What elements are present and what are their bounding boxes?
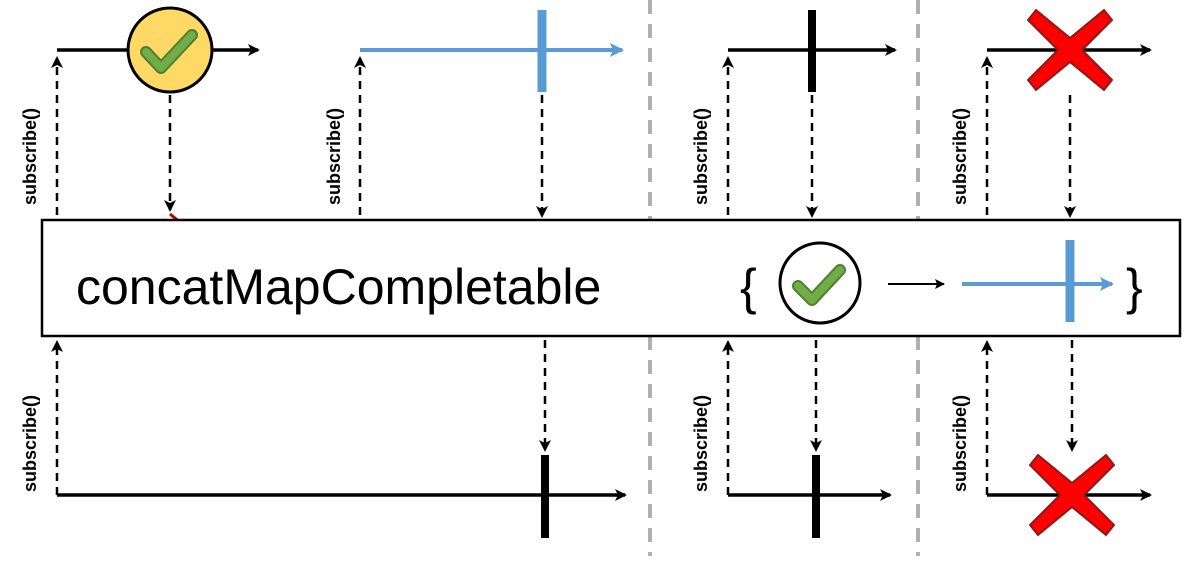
operator-name: concatMapCompletable <box>76 259 601 315</box>
error-x-icon <box>1028 453 1116 537</box>
subscribe-label-3: subscribe() <box>691 108 711 205</box>
subscribe-label-2: subscribe() <box>324 108 344 205</box>
error-x-icon <box>1026 8 1114 92</box>
subscribe-label-7: subscribe() <box>950 395 970 492</box>
subscribe-label-4: subscribe() <box>950 108 970 205</box>
operator-open-brace: { <box>740 259 757 315</box>
subscribe-label-1: subscribe() <box>20 108 40 205</box>
operator-box <box>40 218 1182 338</box>
upstream-item-1 <box>126 6 214 94</box>
operator-close-brace: } <box>1126 259 1143 315</box>
subscribe-label-6: subscribe() <box>691 395 711 492</box>
subscribe-label-5: subscribe() <box>20 395 40 492</box>
operator-complete-item <box>778 241 862 325</box>
